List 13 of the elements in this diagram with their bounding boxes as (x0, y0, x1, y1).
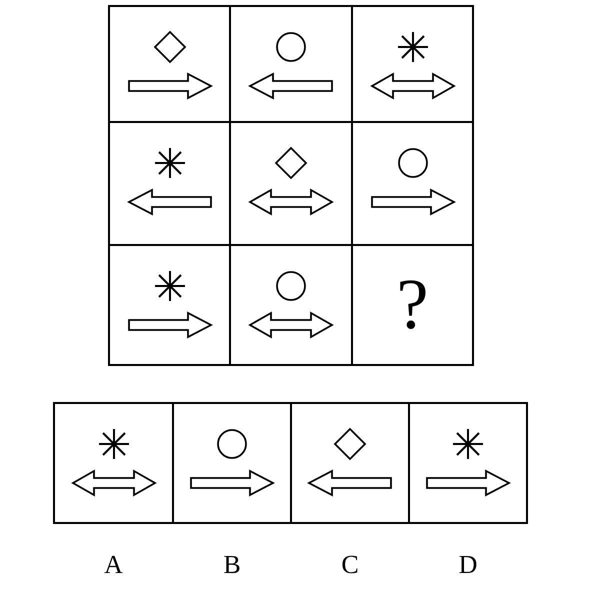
option-box (408, 402, 528, 524)
grid-cell (108, 244, 231, 366)
grid-cell (108, 5, 231, 123)
option-box (172, 402, 292, 524)
option-letter: B (222, 550, 242, 580)
option-box (53, 402, 174, 524)
option-box (290, 402, 410, 524)
question-mark: ? (396, 264, 430, 344)
option-letter: A (103, 550, 124, 580)
option-letter: C (340, 550, 360, 580)
option-letter: D (458, 550, 478, 580)
grid-cell (351, 5, 474, 123)
grid-cell (351, 244, 474, 366)
